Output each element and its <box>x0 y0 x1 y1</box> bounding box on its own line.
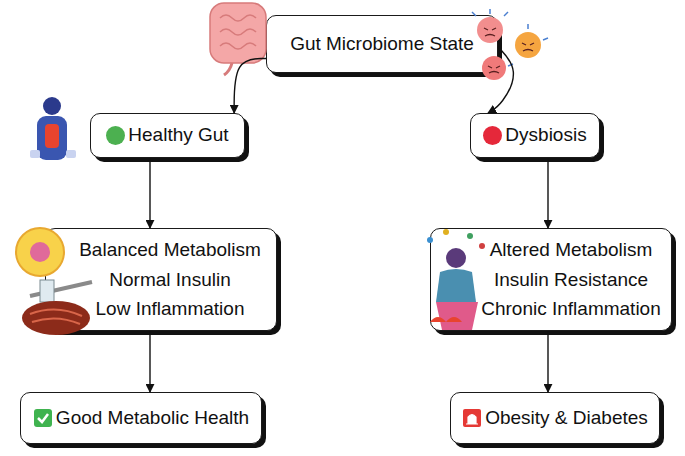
text-stack: Good Metabolic Health <box>56 407 249 430</box>
text-stack: Balanced MetabolismNormal InsulinLow Inf… <box>79 235 261 323</box>
check-icon <box>33 408 53 428</box>
text-stack: Obesity & Diabetes <box>485 407 648 430</box>
figure-badge <box>30 150 40 158</box>
node-text: Gut Microbiome State <box>290 33 474 56</box>
intestine-outline <box>210 3 266 63</box>
status-dot <box>106 126 125 145</box>
text-stack: Gut Microbiome State <box>290 33 474 56</box>
status-dot <box>483 126 502 145</box>
flow-arrow <box>234 59 266 114</box>
check-box <box>34 409 52 427</box>
figure-organs <box>45 124 59 148</box>
process-box: Gut Microbiome State <box>266 15 498 73</box>
spike <box>527 24 529 29</box>
flow-arrow <box>547 331 548 392</box>
node-text: Normal Insulin <box>109 265 230 294</box>
text-stack: Dysbiosis <box>505 124 586 147</box>
siren-box <box>463 409 481 427</box>
spike <box>489 9 491 14</box>
process-box: Balanced MetabolismNormal InsulinLow Inf… <box>45 228 277 331</box>
node-text: Obesity & Diabetes <box>485 407 648 430</box>
node-text: Good Metabolic Health <box>56 407 249 430</box>
flow-arrow <box>547 158 548 228</box>
intestine-illustration <box>210 3 266 75</box>
node-text: Chronic Inflammation <box>481 294 661 323</box>
spike <box>543 38 548 40</box>
flow-arrow <box>149 331 150 392</box>
germ <box>515 32 541 58</box>
node-text: Insulin Resistance <box>494 265 648 294</box>
siren-icon <box>462 408 482 428</box>
process-box: Healthy Gut <box>90 113 245 158</box>
body-illustration <box>30 97 76 160</box>
process-box: Dysbiosis <box>470 113 600 158</box>
spike <box>508 64 513 66</box>
node-text: Healthy Gut <box>128 124 228 147</box>
intestine-folds <box>220 15 256 49</box>
node-text: Dysbiosis <box>505 124 586 147</box>
check-mark <box>38 414 48 422</box>
node-text: Balanced Metabolism <box>79 235 261 264</box>
process-box: Altered MetabolismInsulin ResistanceChro… <box>430 228 672 331</box>
spike <box>504 12 508 16</box>
siren-lamp <box>466 415 478 425</box>
flow-arrow <box>149 158 150 228</box>
intestine-tail <box>224 63 232 75</box>
text-stack: Altered MetabolismInsulin ResistanceChro… <box>481 235 661 323</box>
figure-body <box>37 116 67 160</box>
figure-badge <box>66 150 76 158</box>
process-box: Obesity & Diabetes <box>450 392 660 444</box>
process-box: Good Metabolic Health <box>20 392 262 444</box>
node-text: Altered Metabolism <box>490 235 653 264</box>
node-text: Low Inflammation <box>96 294 245 323</box>
text-stack: Healthy Gut <box>128 124 228 147</box>
figure-head <box>43 97 61 115</box>
